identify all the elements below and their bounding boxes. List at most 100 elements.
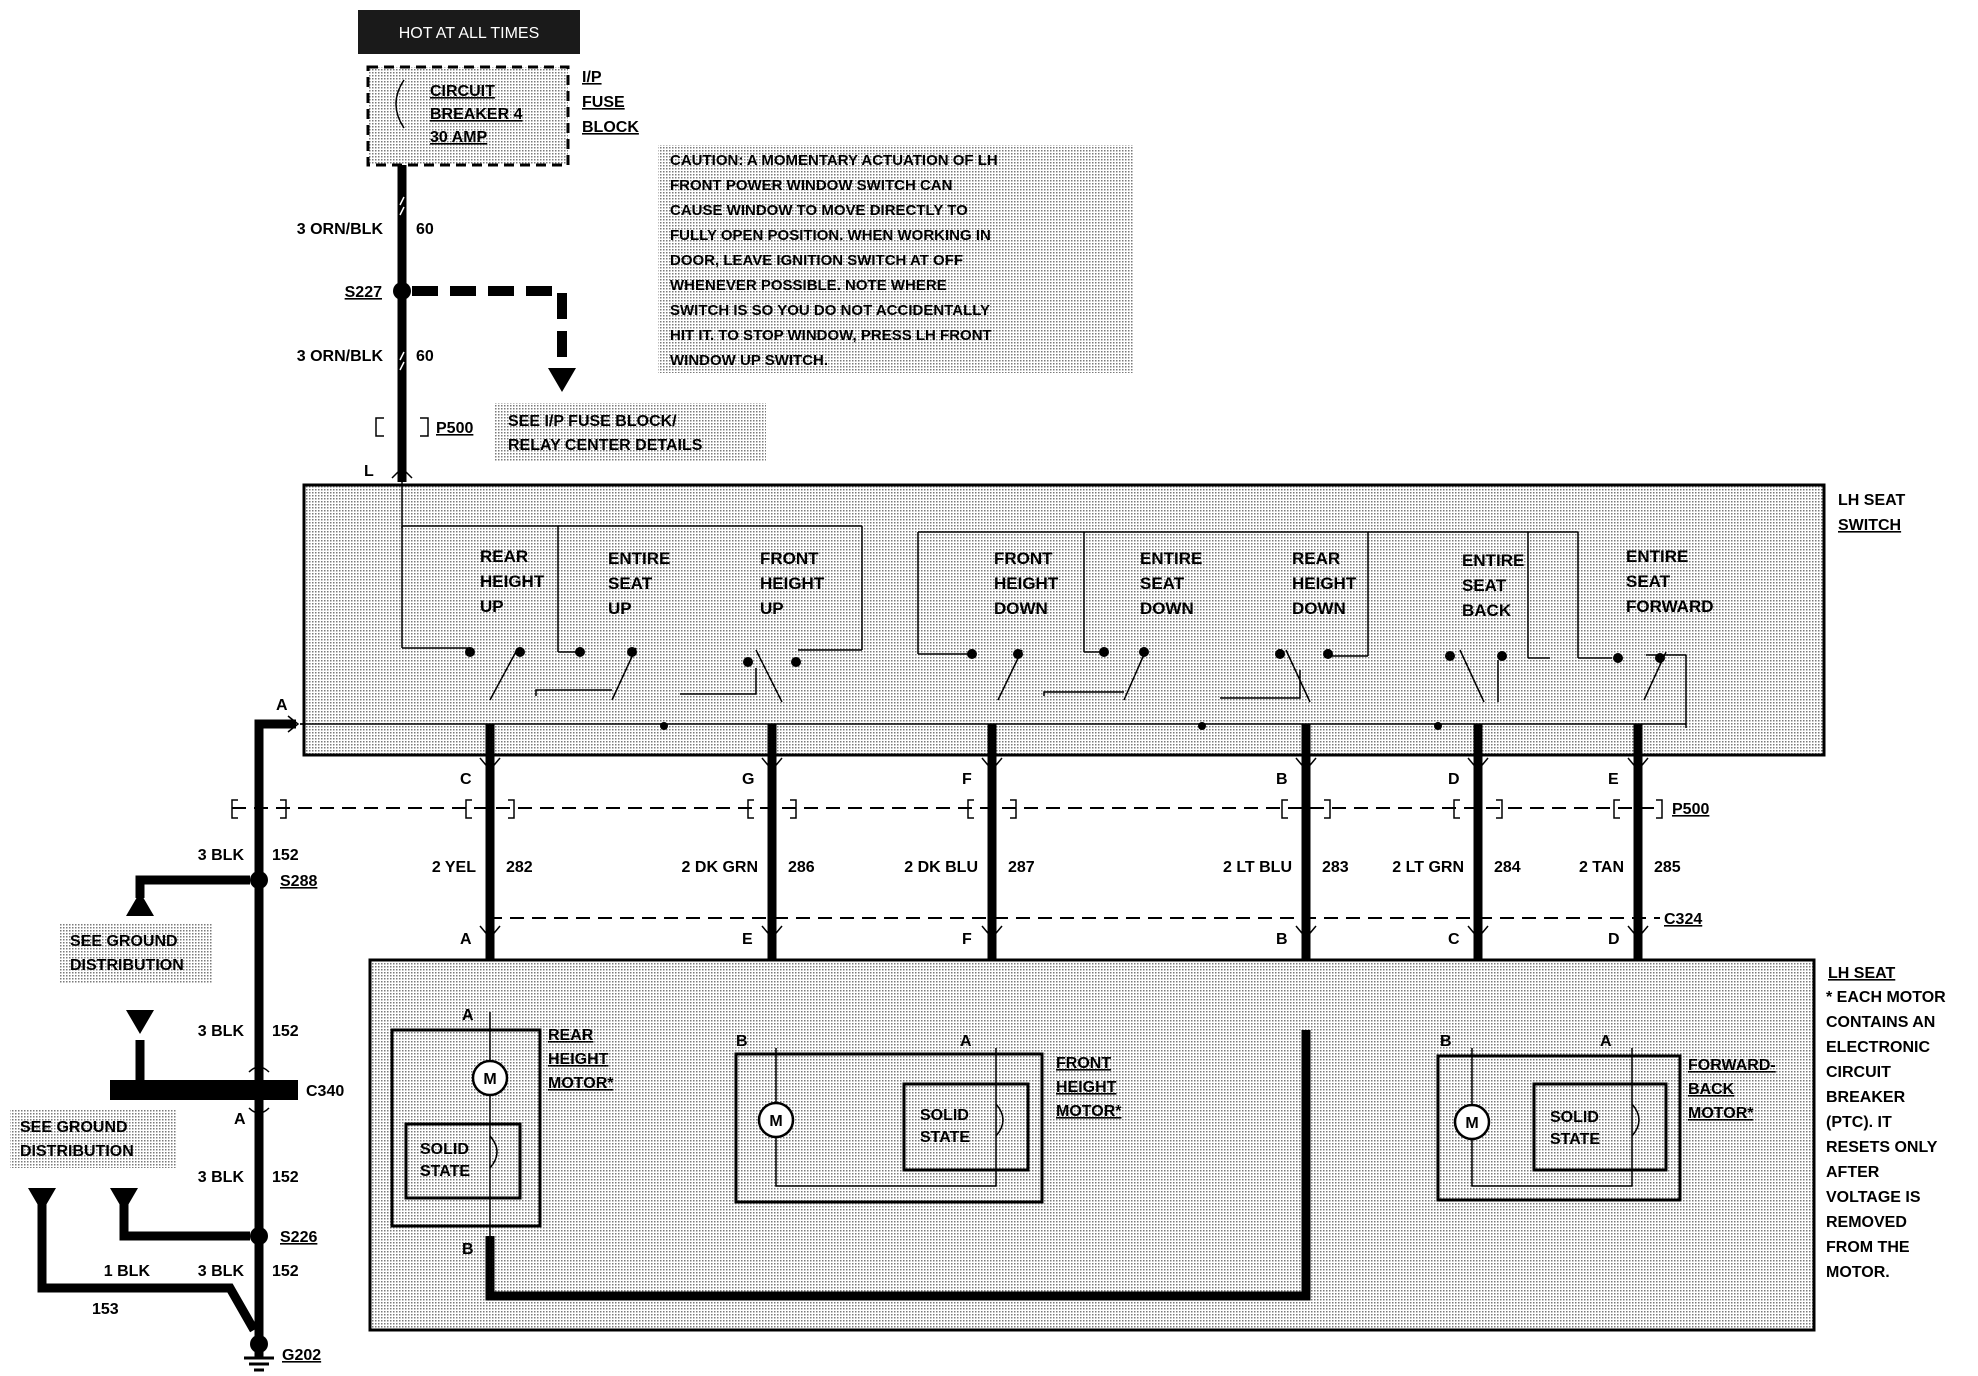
text-line: SEAT [1462, 576, 1507, 595]
text-line: FRONT [994, 549, 1053, 568]
pin-chevron-icon [761, 757, 783, 772]
text-line: RESETS ONLY [1826, 1139, 1938, 1156]
feed-wire-top-label: 3 ORN/BLK [297, 221, 384, 238]
see-ground1-line2: DISTRIBUTION [70, 957, 184, 974]
text-line: REAR [480, 547, 528, 566]
ground-wire-153 [37, 1200, 258, 1333]
rear-motor-line3: MOTOR* [548, 1075, 614, 1092]
text-line: SEAT [608, 574, 653, 593]
pin-chevron-icon [1295, 925, 1317, 940]
text-line: HEIGHT [760, 574, 825, 593]
p500-pin-connector [1613, 799, 1663, 819]
fb-motor-line2: BACK [1688, 1081, 1735, 1098]
circuit-wire-color: 2 LT GRN [1392, 859, 1464, 876]
switch-position-label: REAR HEIGHT UP [480, 547, 545, 616]
circuit-pin-bottom: B [1276, 931, 1288, 948]
ground-arrow-icon-1 [126, 892, 154, 916]
pin-chevron-icon [1467, 757, 1489, 772]
front-motor-line3: MOTOR* [1056, 1103, 1122, 1120]
text-line: CIRCUIT [1826, 1064, 1891, 1081]
fb-pin-b: B [1440, 1033, 1452, 1050]
circuit-number: 284 [1494, 859, 1521, 876]
circuit-pin-bottom: D [1608, 931, 1620, 948]
g202-ground-icon [244, 1335, 274, 1372]
text-line: UP [760, 599, 784, 618]
text-line: FROM THE [1826, 1239, 1910, 1256]
rear-motor-line2: HEIGHT [548, 1051, 609, 1068]
text-line: DOWN [994, 599, 1048, 618]
c324-label: C324 [1664, 911, 1702, 928]
text-line: HEIGHT [1292, 574, 1357, 593]
s227-splice-dot [393, 282, 411, 300]
fuse-block-line1: I/P [582, 69, 602, 86]
text-line: DOWN [1140, 599, 1194, 618]
hot-label: HOT AT ALL TIMES [399, 25, 540, 42]
circuit-pin-top: D [1448, 771, 1460, 788]
text-line: SEAT [1626, 572, 1671, 591]
fuse-block-line3: BLOCK [582, 119, 639, 136]
text-line: BACK [1462, 601, 1512, 620]
fb-motor-line3: MOTOR* [1688, 1105, 1754, 1122]
rear-motor-m-icon: M [483, 1071, 496, 1088]
switch-position-label: ENTIRE SEAT BACK [1462, 551, 1524, 620]
text-line: DOWN [1292, 599, 1346, 618]
front-pin-b: B [736, 1033, 748, 1050]
circuit-wire-color: 2 DK BLU [904, 859, 978, 876]
p500-feed-label: P500 [436, 420, 473, 437]
ground-wire2: 3 BLK [198, 1023, 245, 1040]
circuit-pin-top: F [962, 771, 972, 788]
ground-circuit2: 152 [272, 1023, 299, 1040]
circuit-wire-color: 2 LT BLU [1223, 859, 1292, 876]
front-motor-line1: FRONT [1056, 1055, 1111, 1072]
seat-switch-title-line2: SWITCH [1838, 517, 1901, 534]
text-line: ENTIRE [1462, 551, 1524, 570]
pin-l-chevron-icon [391, 466, 413, 479]
text-line: WHENEVER POSSIBLE. NOTE WHERE [670, 277, 947, 294]
text-line: UP [480, 597, 504, 616]
c340-label: C340 [306, 1083, 344, 1100]
circuit-number: 285 [1654, 859, 1681, 876]
rear-pin-b: B [462, 1241, 474, 1258]
ground-wire5: 3 BLK [198, 1263, 245, 1280]
rear-pin-a: A [462, 1007, 474, 1024]
see-fuse-line2: RELAY CENTER DETAILS [508, 437, 703, 454]
rear-motor-return-wire [485, 1030, 1311, 1301]
s226-label: S226 [280, 1229, 317, 1246]
see-ground2-line1: SEE GROUND [20, 1119, 128, 1136]
pin-l-label: L [364, 463, 374, 480]
circuit-number: 283 [1322, 859, 1349, 876]
pin-chevron-icon [1627, 925, 1649, 940]
text-line: REMOVED [1826, 1214, 1907, 1231]
g202-label: G202 [282, 1347, 321, 1364]
see-ground-box-2: SEE GROUND DISTRIBUTION [10, 1110, 176, 1168]
seat-switch-title-line1: LH SEAT [1838, 492, 1905, 509]
text-line: REAR [1292, 549, 1340, 568]
text-line: MOTOR. [1826, 1264, 1890, 1281]
s288-label: S288 [280, 873, 317, 890]
text-line: VOLTAGE IS [1826, 1189, 1921, 1206]
circuit-wire-color: 2 DK GRN [682, 859, 758, 876]
feed-wire-mid-label: 3 ORN/BLK [297, 348, 384, 365]
text-line: CAUSE WINDOW TO MOVE DIRECTLY TO [670, 202, 968, 219]
text-line: HEIGHT [480, 572, 545, 591]
front-solid1: SOLID [920, 1107, 969, 1124]
branch-arrow-icon [548, 368, 576, 392]
text-line: CONTAINS AN [1826, 1014, 1935, 1031]
circuit-pin-bottom: C [1448, 931, 1460, 948]
ground-arrow-icon-c340 [126, 1010, 154, 1034]
pin-chevron-icon [981, 757, 1003, 772]
ground-circuit3: 152 [272, 1169, 299, 1186]
text-line: ENTIRE [1626, 547, 1688, 566]
rear-solid1: SOLID [420, 1141, 469, 1158]
rear-height-motor: M SOLID STATE REAR HEIGHT MOTOR* A B [390, 1007, 1311, 1301]
fb-motor-line1: FORWARD- [1688, 1057, 1776, 1074]
breaker-line3: 30 AMP [430, 129, 488, 146]
